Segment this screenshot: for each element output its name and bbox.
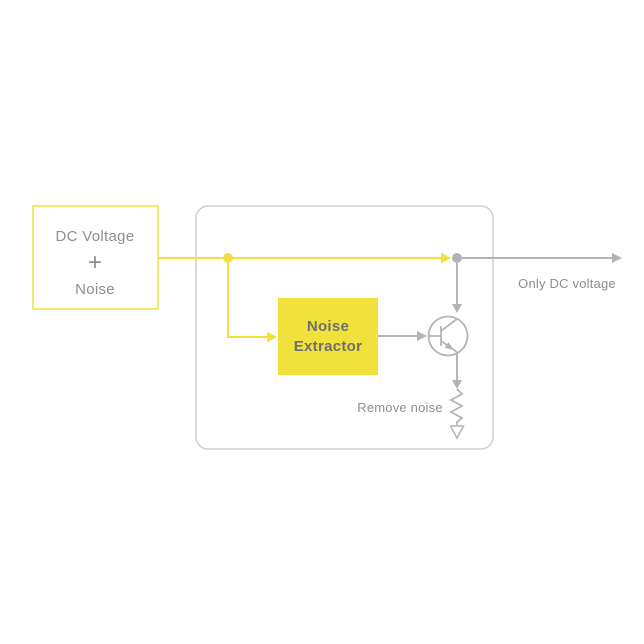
output-node-dot — [452, 253, 462, 263]
branch-arrowhead-icon — [267, 331, 277, 343]
plus-sign: + — [88, 249, 102, 276]
collector-arrowhead-icon — [452, 304, 462, 313]
noise-label: Noise — [75, 281, 115, 298]
noise-extractor-label-line1: Noise — [307, 318, 349, 335]
resistor-zigzag-icon — [449, 388, 464, 425]
transistor-circle — [427, 315, 469, 357]
transistor-collector — [440, 318, 458, 332]
emitter-arrowhead-icon — [452, 380, 462, 389]
dc-voltage-label: DC Voltage — [56, 228, 135, 245]
only-dc-voltage-label: Only DC voltage — [518, 276, 616, 291]
transistor-icon — [427, 315, 469, 357]
input-arrowhead-icon — [441, 252, 451, 264]
noise-extractor-label-line2: Extractor — [294, 338, 363, 355]
output-arrowhead-icon — [612, 253, 622, 263]
ground-arrow-icon — [449, 425, 465, 440]
noise-branch-line — [227, 258, 267, 338]
remove-noise-label: Remove noise — [357, 400, 443, 415]
emitter-arrow-icon — [444, 342, 454, 350]
input-box — [32, 205, 159, 310]
noise-extractor-box — [278, 298, 378, 375]
base-arrowhead-icon — [417, 331, 427, 341]
